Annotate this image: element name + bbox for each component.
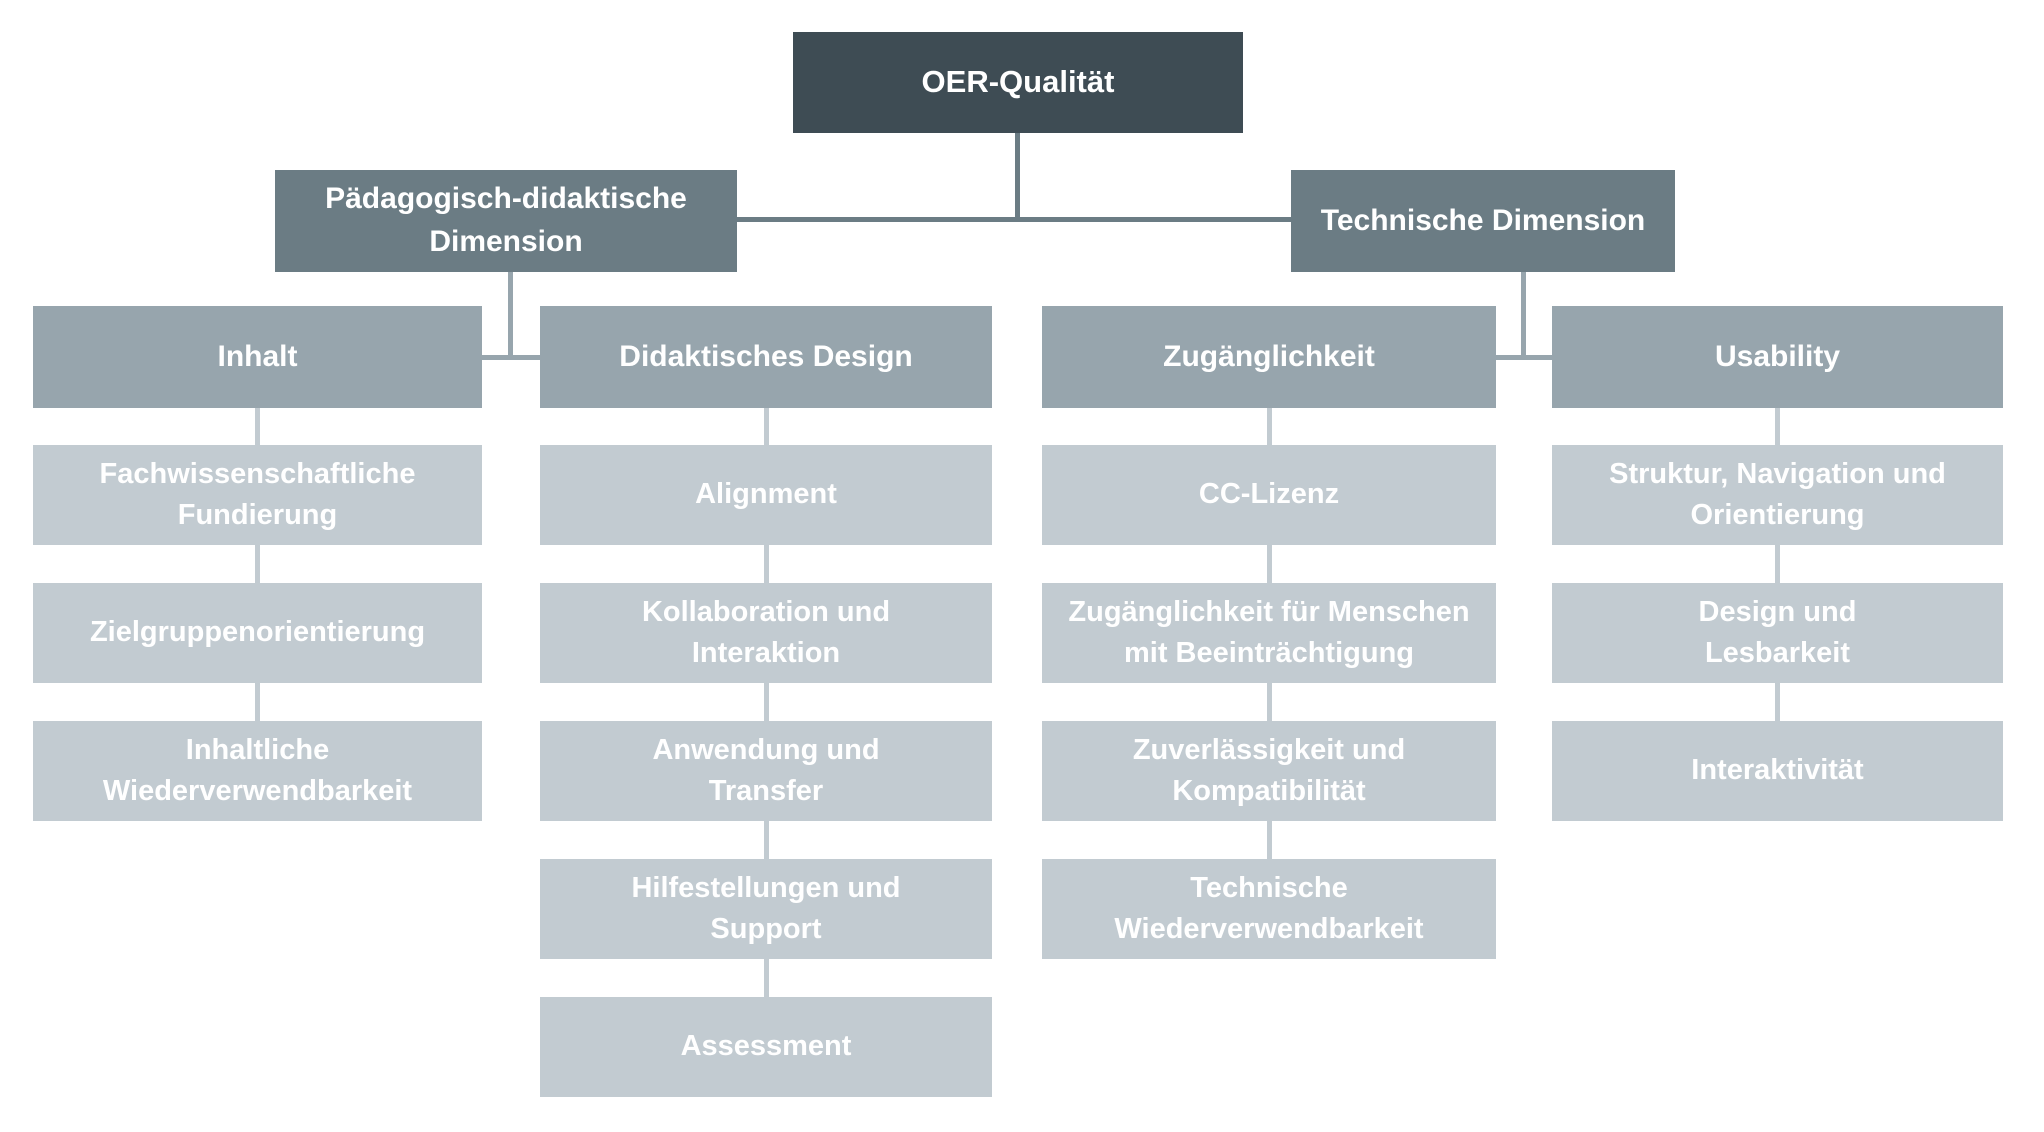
item-box-fachwissenschaftliche-fundierung: Fachwissenschaftliche Fundierung [33,445,482,545]
item-box-struktur-navigation-orientierung: Struktur, Navigation und Orientierung [1552,445,2003,545]
item-box-technische-wiederverwendbarkeit: Technische Wiederverwendbarkeit [1042,859,1496,959]
item-box-design-lesbarkeit: Design und Lesbarkeit [1552,583,2003,683]
item-box-zuverlaessigkeit-kompatibilitaet: Zuverlässigkeit und Kompatibilität [1042,721,1496,821]
connector-col1-seg1 [255,405,260,450]
connector-col4-seg3 [1775,680,1780,726]
category-box-inhalt: Inhalt [33,306,482,408]
connector-col2-seg2 [764,542,769,588]
item-box-assessment: Assessment [540,997,992,1097]
connector-col4-seg1 [1775,405,1780,450]
category-box-zugaenglichkeit: Zugänglichkeit [1042,306,1496,408]
connector-col4-seg2 [1775,542,1780,588]
connector-dim2-stub [1496,355,1552,360]
connector-dim2-vertical [1521,272,1526,360]
connector-root-horizontal [737,217,1291,222]
connector-col2-seg4 [764,818,769,864]
connector-col3-seg4 [1267,818,1272,864]
item-box-alignment: Alignment [540,445,992,545]
category-box-didaktisches-design: Didaktisches Design [540,306,992,408]
connector-col3-seg3 [1267,680,1272,726]
connector-root-vertical [1015,133,1020,222]
connector-col3-seg2 [1267,542,1272,588]
item-box-cc-lizenz: CC-Lizenz [1042,445,1496,545]
item-box-inhaltliche-wiederverwendbarkeit: Inhaltliche Wiederverwendbarkeit [33,721,482,821]
connector-col2-seg3 [764,680,769,726]
connector-dim1-vertical [508,272,513,360]
category-box-usability: Usability [1552,306,2003,408]
connector-dim1-stub [482,355,540,360]
connector-col1-seg2 [255,542,260,588]
item-box-hilfestellungen-support: Hilfestellungen und Support [540,859,992,959]
connector-col3-seg1 [1267,405,1272,450]
dimension-box-paedagogisch-didaktisch: Pädagogisch-didaktische Dimension [275,170,737,272]
item-box-anwendung-transfer: Anwendung und Transfer [540,721,992,821]
dimension-box-technisch: Technische Dimension [1291,170,1675,272]
item-box-zielgruppenorientierung: Zielgruppenorientierung [33,583,482,683]
connector-col1-seg3 [255,680,260,726]
item-box-interaktivitaet: Interaktivität [1552,721,2003,821]
connector-col2-seg1 [764,405,769,450]
item-box-zugaenglichkeit-menschen-beeintraechtigung: Zugänglichkeit für Menschen mit Beeinträ… [1042,583,1496,683]
item-box-kollaboration-interaktion: Kollaboration und Interaktion [540,583,992,683]
root-box-oer-qualitaet: OER-Qualität [793,32,1243,133]
connector-col2-seg5 [764,956,769,1002]
